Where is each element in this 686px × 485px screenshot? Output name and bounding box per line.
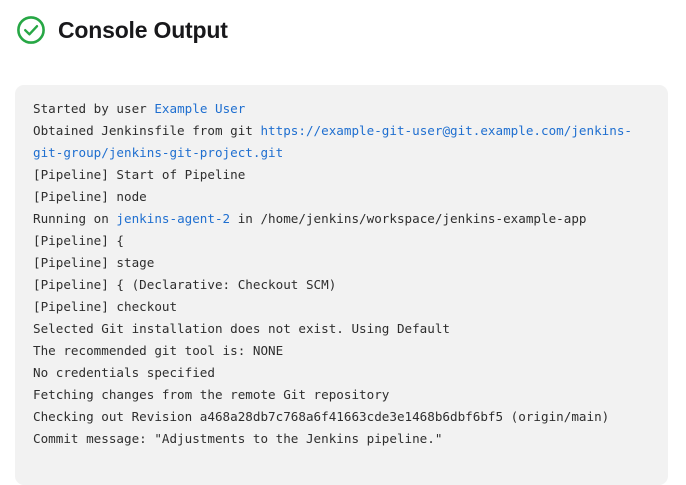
console-log-text: The recommended git tool is: NONE bbox=[33, 343, 284, 358]
console-log-text: Started by user bbox=[33, 101, 155, 116]
console-log-text: Checking out Revision a468a28db7c768a6f4… bbox=[33, 409, 610, 424]
console-log-line: [Pipeline] { (Declarative: Checkout SCM) bbox=[33, 274, 652, 296]
console-log-text: [Pipeline] Start of Pipeline bbox=[33, 167, 246, 182]
console-log-line: [Pipeline] Start of Pipeline bbox=[33, 164, 652, 186]
console-log-line: The recommended git tool is: NONE bbox=[33, 340, 652, 362]
console-log-text: Fetching changes from the remote Git rep… bbox=[33, 387, 390, 402]
console-log-text: [Pipeline] node bbox=[33, 189, 147, 204]
page-header: Console Output bbox=[0, 0, 686, 46]
console-log-link[interactable]: jenkins-agent-2 bbox=[116, 211, 231, 226]
console-log-text: Commit message: "Adjustments to the Jenk… bbox=[33, 431, 443, 446]
console-log-line: [Pipeline] { bbox=[33, 230, 652, 252]
console-log-text: [Pipeline] { (Declarative: Checkout SCM) bbox=[33, 277, 337, 292]
console-log-line: [Pipeline] checkout bbox=[33, 296, 652, 318]
console-log-line: Checking out Revision a468a28db7c768a6f4… bbox=[33, 406, 652, 428]
check-circle-icon bbox=[16, 15, 46, 45]
page-title: Console Output bbox=[58, 16, 228, 43]
console-log-line: Selected Git installation does not exist… bbox=[33, 318, 652, 340]
console-log-line: Started by user Example User bbox=[33, 98, 652, 120]
console-log-line: [Pipeline] node bbox=[33, 186, 652, 208]
console-log-link[interactable]: https://example-git-user@git.example.com… bbox=[33, 123, 632, 160]
console-log-text: [Pipeline] stage bbox=[33, 255, 155, 270]
console-log-text: Running on bbox=[33, 211, 117, 226]
console-log-text: No credentials specified bbox=[33, 365, 215, 380]
console-log-text: in /home/jenkins/workspace/jenkins-examp… bbox=[230, 211, 587, 226]
console-log-line: No credentials specified bbox=[33, 362, 652, 384]
console-log-text: [Pipeline] checkout bbox=[33, 299, 178, 314]
console-log-text: Selected Git installation does not exist… bbox=[33, 321, 451, 336]
console-log-line: [Pipeline] stage bbox=[33, 252, 652, 274]
console-log-line: Obtained Jenkinsfile from git https://ex… bbox=[33, 120, 652, 164]
console-log-link[interactable]: Example User bbox=[154, 101, 246, 116]
console-log-line: Commit message: "Adjustments to the Jenk… bbox=[33, 428, 652, 450]
console-log-text: [Pipeline] { bbox=[33, 233, 124, 248]
console-log-line: Fetching changes from the remote Git rep… bbox=[33, 384, 652, 406]
console-log-line: Running on jenkins-agent-2 in /home/jenk… bbox=[33, 208, 652, 230]
console-log-text: Obtained Jenkinsfile from git bbox=[33, 123, 261, 138]
